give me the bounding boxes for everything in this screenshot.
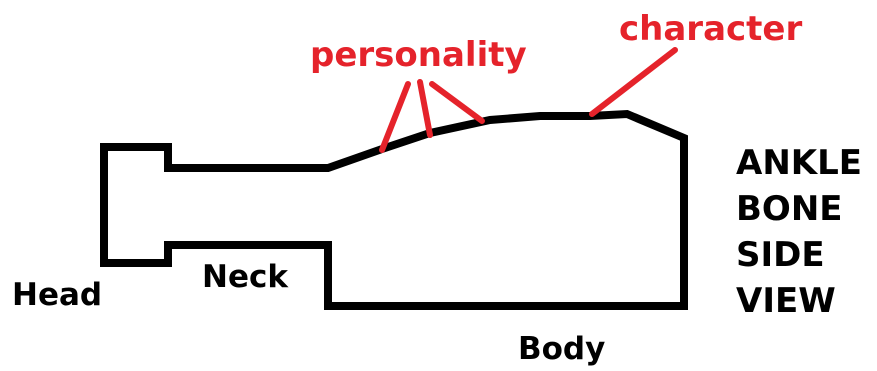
title-line-bone: BONE bbox=[736, 189, 843, 229]
head-label: Head bbox=[12, 277, 103, 313]
title-block: ANKLE BONE SIDE VIEW bbox=[736, 140, 862, 324]
personality-arrow-3 bbox=[429, 81, 485, 124]
personality-arrow-2 bbox=[417, 79, 433, 138]
personality-label: personality bbox=[310, 35, 527, 75]
bone-outline bbox=[100, 109, 688, 310]
title-line-side: SIDE bbox=[736, 235, 825, 275]
body-label: Body bbox=[518, 331, 606, 367]
title-line-ankle: ANKLE bbox=[736, 143, 863, 183]
character-arrow bbox=[589, 47, 678, 117]
character-label: character bbox=[619, 9, 803, 49]
neck-label: Neck bbox=[202, 259, 288, 295]
title-line-view: VIEW bbox=[736, 281, 836, 321]
personality-arrow-1 bbox=[379, 81, 411, 153]
